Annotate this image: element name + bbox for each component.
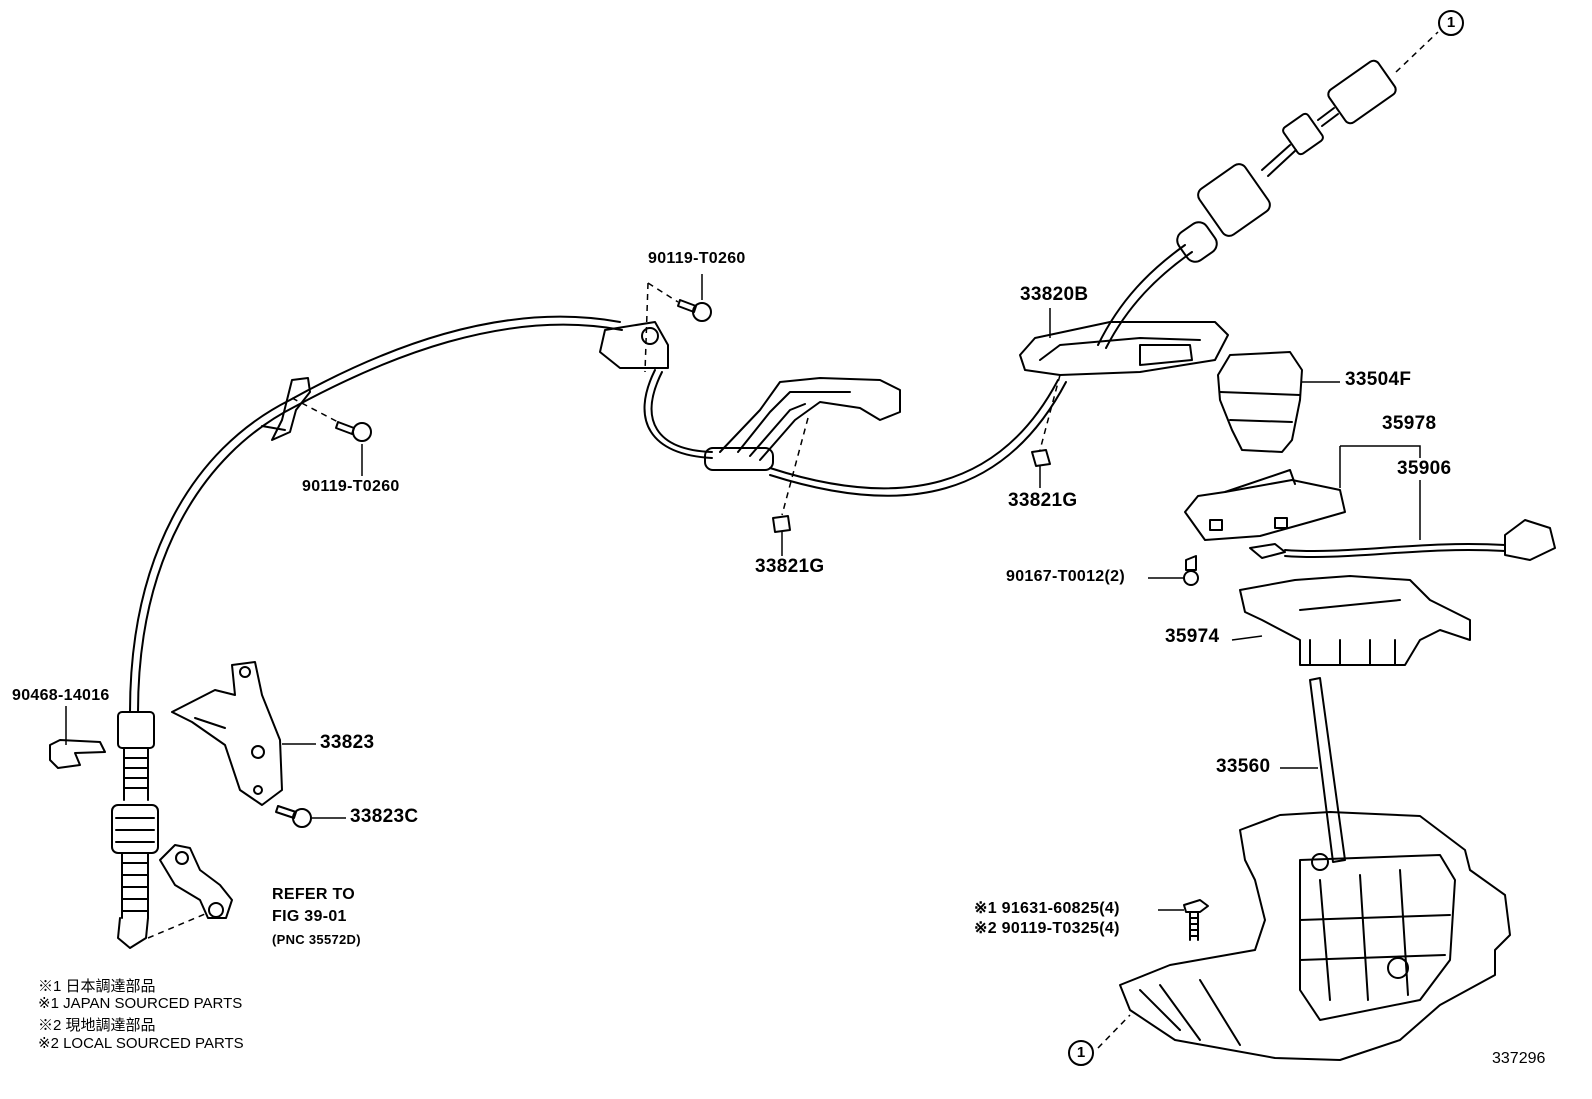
bolt-90119-top-shape <box>677 299 712 322</box>
label-33820B: 33820B <box>1020 284 1089 305</box>
label-35906: 35906 <box>1397 458 1452 479</box>
label-33560: 33560 <box>1216 756 1271 777</box>
refer-to-line2: FIG 39-01 <box>272 908 347 925</box>
note-2-jp: ※2 現地調達部品 <box>38 1017 156 1034</box>
knob-33504F <box>1217 351 1303 453</box>
housing-35974 <box>1239 575 1471 666</box>
clip-90468 <box>49 739 106 769</box>
clip-33821G-a <box>772 515 791 533</box>
label-bolt-90119-T0325: ※2 90119-T0325(4) <box>974 920 1120 937</box>
label-35974: 35974 <box>1165 626 1220 647</box>
bracket-33823 <box>171 661 283 806</box>
note-1-en: ※1 JAPAN SOURCED PARTS <box>38 995 243 1012</box>
cable-end-rod <box>111 711 159 949</box>
bolt-90167-shape <box>1183 555 1199 586</box>
label-90468-14016: 90468-14016 <box>12 687 110 704</box>
leader-lines <box>65 274 1421 911</box>
label-90119-T0260-top: 90119-T0260 <box>648 250 746 267</box>
label-33504F: 33504F <box>1345 369 1412 390</box>
label-bolt-91631: ※1 91631-60825(4) <box>974 900 1120 917</box>
label-35978: 35978 <box>1382 413 1437 434</box>
clip-33821G-b <box>1031 449 1051 467</box>
reference-marker-bottom: 1 <box>1068 1040 1094 1066</box>
plate-33820B <box>1019 321 1229 376</box>
shift-cable <box>129 315 1067 713</box>
center-bracket <box>719 377 901 461</box>
dashed-lines <box>147 31 1439 1049</box>
refer-to-line1: REFER TO <box>272 886 356 903</box>
bolt-33823C-shape <box>275 805 312 828</box>
upper-cable <box>1097 59 1397 349</box>
figure-number: 337296 <box>1492 1050 1546 1067</box>
bolt-90119-left-shape <box>335 421 372 442</box>
note-2-en: ※2 LOCAL SOURCED PARTS <box>38 1035 244 1052</box>
refer-to-line3: (PNC 35572D) <box>272 932 361 947</box>
label-33823C: 33823C <box>350 806 419 827</box>
reference-marker-top: 1 <box>1438 10 1464 36</box>
wire-35906 <box>1249 519 1556 561</box>
shift-lever-33560 <box>1119 677 1511 1061</box>
indicator-35978 <box>1184 469 1346 541</box>
label-90167-T0012: 90167-T0012(2) <box>1006 568 1125 585</box>
label-33821G-center: 33821G <box>755 556 825 577</box>
label-33821G-right: 33821G <box>1008 490 1078 511</box>
bolt-91631-shape <box>1183 899 1209 941</box>
note-1-jp: ※1 日本調達部品 <box>38 978 156 995</box>
label-33823: 33823 <box>320 732 375 753</box>
refer-lever <box>159 844 233 919</box>
label-90119-T0260-left: 90119-T0260 <box>302 478 400 495</box>
